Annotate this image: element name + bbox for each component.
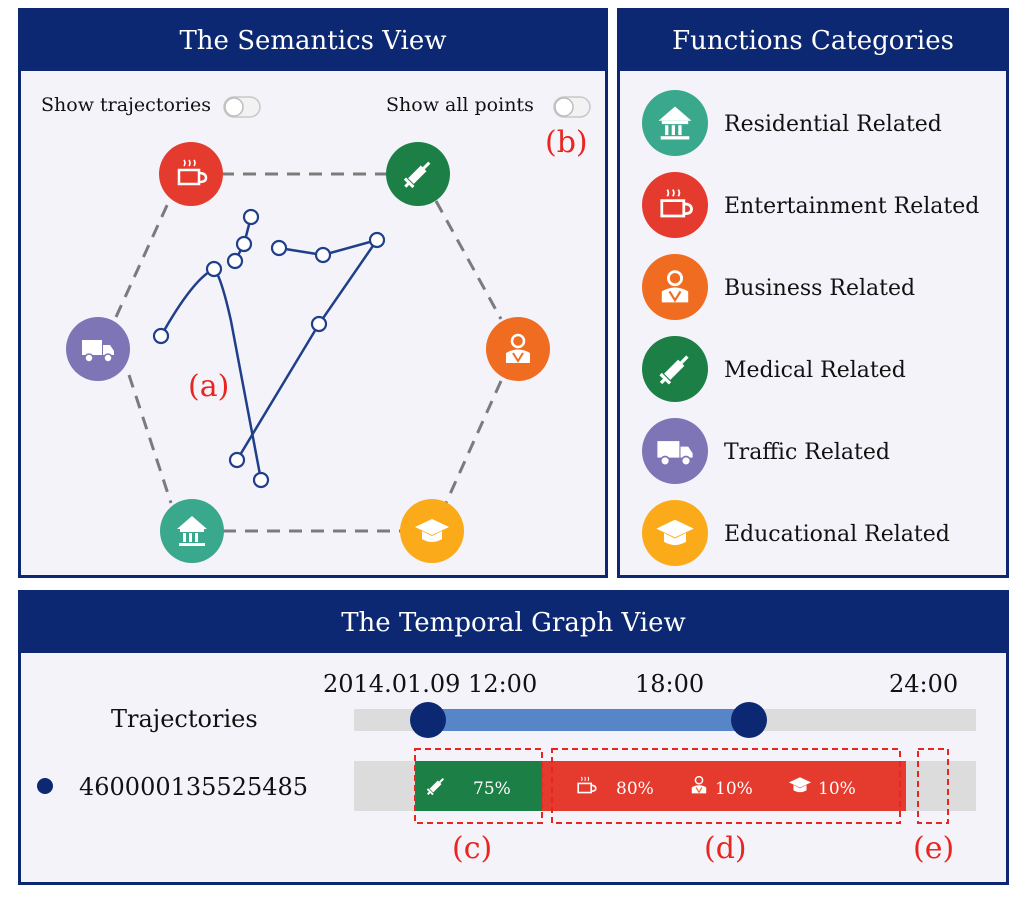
- label-a: (a): [188, 369, 229, 404]
- legend-item-residential[interactable]: Residential Related: [642, 90, 942, 156]
- trajectory-point[interactable]: [310, 315, 328, 333]
- legend-item-traffic[interactable]: Traffic Related: [642, 418, 890, 484]
- node-business[interactable]: [486, 317, 550, 381]
- trajectory-point[interactable]: [152, 327, 170, 345]
- show-all-points-toggle[interactable]: [553, 96, 591, 118]
- legend-label: Traffic Related: [724, 440, 890, 465]
- legend-label: Educational Related: [724, 522, 950, 547]
- trajectory-point[interactable]: [368, 231, 386, 249]
- trajectory-point[interactable]: [228, 451, 246, 469]
- trajectory-dot: [37, 778, 53, 794]
- label-d: (d): [704, 831, 747, 866]
- hexagon-edges: [114, 172, 503, 533]
- time-end-label: 24:00: [889, 670, 958, 698]
- legend-item-entertainment[interactable]: Entertainment Related: [642, 172, 979, 238]
- categories-legend: Residential Related Entertainment Relate…: [642, 90, 979, 566]
- trajectory-points: [152, 208, 386, 489]
- trajectory-id: 460000135525485: [79, 773, 308, 801]
- time-range-slider[interactable]: [354, 702, 976, 738]
- node-residential[interactable]: [160, 499, 224, 563]
- functions-categories-title: Functions Categories: [620, 11, 1006, 71]
- time-mid-label: 18:00: [635, 670, 704, 698]
- legend-label: Entertainment Related: [724, 194, 979, 219]
- show-trajectories-toggle[interactable]: [223, 96, 261, 118]
- trajectory-point[interactable]: [235, 235, 253, 253]
- trajectory-point[interactable]: [270, 239, 288, 257]
- legend-label: Medical Related: [724, 358, 906, 383]
- node-educational[interactable]: [400, 499, 464, 563]
- timeline-segment-medical[interactable]: 75%: [415, 761, 542, 811]
- segment-percent: 80%: [616, 779, 654, 799]
- label-b: (b): [545, 125, 588, 160]
- trajectory-point[interactable]: [314, 246, 332, 264]
- segment-percent: 10%: [818, 779, 856, 799]
- trajectory-lines: [159, 216, 380, 481]
- legend-label: Business Related: [724, 276, 915, 301]
- segment-percent: 75%: [473, 779, 511, 799]
- slider-start-handle[interactable]: [410, 702, 446, 738]
- trajectory-point[interactable]: [205, 260, 223, 278]
- legend-item-business[interactable]: Business Related: [642, 254, 915, 320]
- legend-item-educational[interactable]: Educational Related: [642, 500, 950, 566]
- trajectory-point[interactable]: [242, 208, 260, 226]
- slider-selected-range[interactable]: [427, 709, 749, 731]
- trajectory-row[interactable]: 460000135525485: [37, 773, 308, 801]
- legend-label: Residential Related: [724, 112, 942, 137]
- annotation-boxes: [414, 748, 949, 824]
- semantics-view-panel: The Semantics View Show trajectories Sho…: [18, 8, 608, 578]
- label-c: (c): [452, 831, 492, 866]
- legend-item-medical[interactable]: Medical Related: [642, 336, 906, 402]
- node-entertainment[interactable]: [159, 142, 223, 206]
- show-trajectories-label: Show trajectories: [41, 94, 211, 116]
- node-traffic[interactable]: [66, 317, 130, 381]
- temporal-graph-panel: The Temporal Graph View 2014.01.09 12:00…: [18, 590, 1009, 885]
- segment-percent: 10%: [715, 779, 753, 799]
- slider-end-handle[interactable]: [731, 702, 767, 738]
- semantics-view-title: The Semantics View: [21, 11, 605, 71]
- show-all-points-label: Show all points: [386, 94, 534, 116]
- functions-categories-panel: Functions Categories Residential Related…: [617, 8, 1009, 578]
- trajectory-point[interactable]: [252, 471, 270, 489]
- temporal-canvas: 2014.01.09 12:00 18:00 24:00 Trajectorie…: [37, 670, 976, 866]
- node-medical[interactable]: [386, 142, 450, 206]
- semantics-canvas: Show trajectories Show all points (b): [41, 94, 591, 563]
- temporal-graph-title: The Temporal Graph View: [21, 593, 1006, 653]
- label-e: (e): [913, 831, 954, 866]
- timeline-segment-entertainment[interactable]: 80% 10% 10%: [542, 761, 906, 811]
- trajectories-header: Trajectories: [111, 705, 258, 733]
- trajectory-point[interactable]: [226, 252, 244, 270]
- time-start-label: 2014.01.09 12:00: [323, 670, 537, 698]
